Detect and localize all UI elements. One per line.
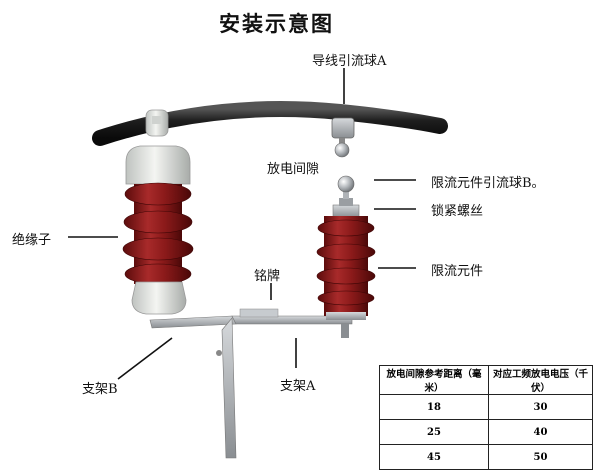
label-bracket-a: 支架A [280, 379, 316, 394]
label-insulator: 绝缘子 [12, 233, 52, 248]
table-row: 25 40 [379, 419, 593, 445]
label-current-limit-ball-b: 限流元件引流球B。 [431, 176, 545, 191]
insulator-white-base [131, 281, 187, 315]
current-limiter [316, 175, 376, 338]
insulator-sheds [122, 182, 194, 285]
discharge-gap-table: 放电间隙参考距离（毫米） 对应工频放电电压（千伏） 18 30 25 40 45… [379, 365, 593, 470]
bracket-a [231, 315, 353, 325]
table-header-gap-distance: 放电间隙参考距离（毫米） [379, 365, 489, 395]
table-cell-voltage: 30 [488, 394, 593, 420]
table-row: 18 30 [379, 394, 593, 420]
bracket-b [149, 315, 237, 329]
insulator-top-clamp [145, 109, 169, 137]
bracket-vertical-leg [221, 317, 237, 459]
table-cell-voltage: 50 [488, 444, 593, 470]
current-limiter-ball-b [337, 175, 355, 193]
label-nameplate: 铭牌 [254, 269, 281, 284]
label-lead-ball-a: 导线引流球A [312, 54, 387, 69]
table-cell-gap: 18 [379, 394, 489, 420]
label-lock-screw: 锁紧螺丝 [431, 204, 484, 219]
table-cell-gap: 25 [379, 419, 489, 445]
insulator-white-cap [125, 145, 191, 185]
table-cell-voltage: 40 [488, 419, 593, 445]
label-current-limiter: 限流元件 [431, 264, 484, 279]
label-discharge-gap: 放电间隙 [267, 162, 320, 177]
page-title: 安装示意图 [219, 12, 334, 36]
lead-ball-a-clamp [331, 117, 355, 158]
bracket-assembly [149, 308, 353, 459]
bracket-bolt [216, 350, 222, 356]
label-bracket-b: 支架B [82, 382, 118, 397]
nameplate [239, 308, 279, 318]
leader-bracket-b [117, 337, 173, 380]
table-cell-gap: 45 [379, 444, 489, 470]
table-header-discharge-voltage: 对应工频放电电压（千伏） [488, 365, 593, 395]
table-row: 45 50 [379, 444, 593, 470]
table-header-row: 放电间隙参考距离（毫米） 对应工频放电电压（千伏） [379, 365, 593, 395]
